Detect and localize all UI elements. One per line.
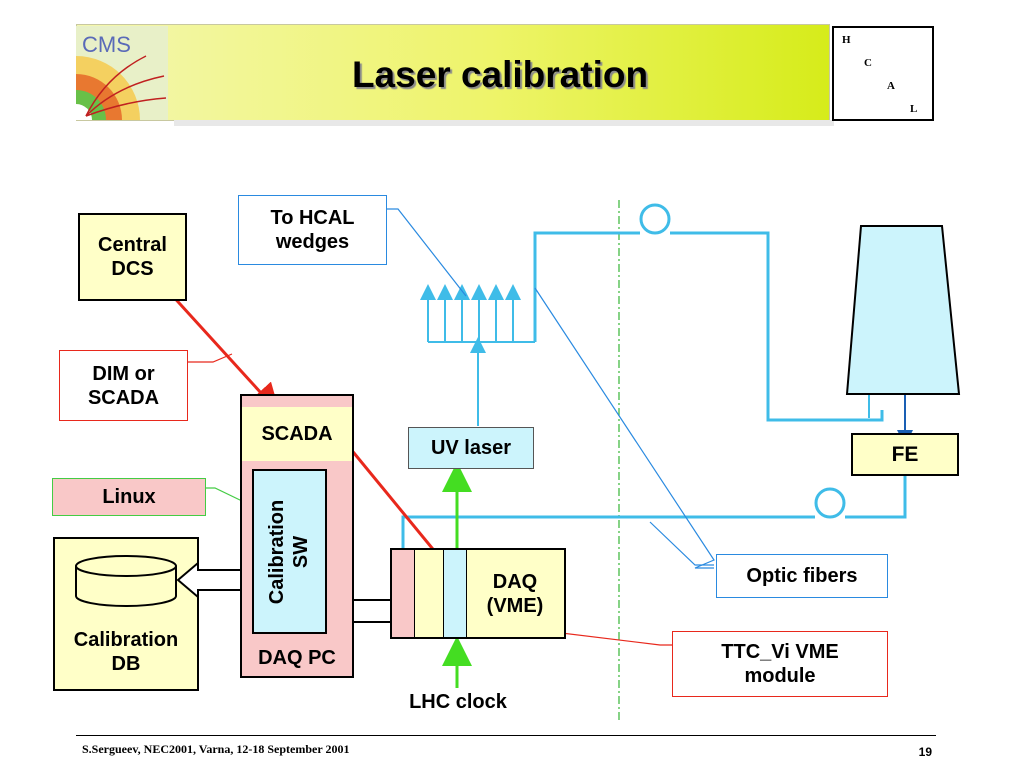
calibration-db-label: Calibration DB [73,629,179,675]
database-icon [75,566,177,607]
footer-rule [76,735,936,736]
fe-box: FE [851,433,959,476]
cms-logo: CMS [76,26,168,120]
page-number: 19 [918,745,932,759]
hcal-letter-c: C [864,57,872,69]
optic-fibers-callout: Optic fibers [716,554,888,598]
dim-scada-callout: DIM or SCADA [59,350,188,421]
linux-callout: Linux [52,478,206,516]
daq-vme-label: DAQ (VME) [486,571,544,617]
fiber-loop-upper [639,203,671,235]
fiber-loop-lower [814,487,846,519]
footer-credit: S.Sergueev, NEC2001, Varna, 12-18 Septem… [82,742,350,756]
calibration-sw-label: Calibration SW [266,499,313,604]
header-band [76,24,830,121]
ttc-vi-slot [444,550,467,637]
hcal-wedge [845,225,961,395]
lhc-clock-label: LHC clock [409,691,507,713]
uv-laser-box: UV laser [408,427,534,469]
hcal-letter-l: L [910,103,918,115]
cms-logo-text: CMS [82,32,131,57]
hcal-letter-h: H [842,34,851,46]
scada-box: SCADA [242,407,352,461]
fiber-upper [533,231,640,342]
central-dcs-box: Central DCS [78,213,187,301]
hcal-logo: H C A L [832,26,934,121]
header-shadow [174,120,834,126]
to-hcal-wedges-callout: To HCAL wedges [238,195,387,265]
ttc-vi-callout: TTC_Vi VME module [672,631,888,697]
cms-logo-graphic: CMS [76,26,168,120]
vme-slot-1 [392,550,415,637]
hcal-letter-a: A [887,80,895,92]
page-title: Laser calibration [351,54,649,95]
daq-pc-label: DAQ PC [258,647,336,669]
vme-slot-2 [415,550,444,637]
calibration-sw-box: Calibration SW [252,469,327,634]
